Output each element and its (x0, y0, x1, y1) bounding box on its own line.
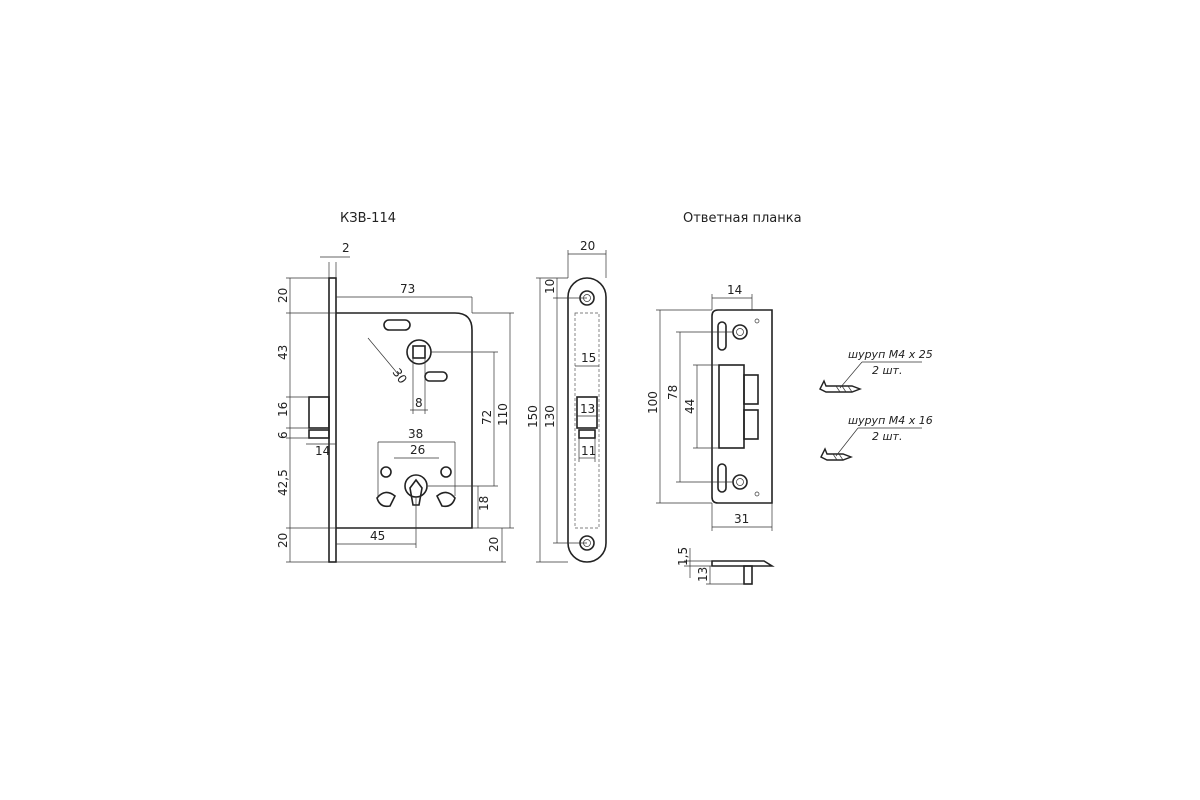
dim-faceplate-thickness: 2 (342, 241, 350, 255)
screw-long: шуруп М4 x 25 2 шт. (819, 348, 933, 393)
dim-strike-depth-13: 13 (696, 567, 710, 582)
spindle-hub (406, 339, 432, 365)
screw-short-icon (820, 447, 853, 461)
dim-strike-holes-78: 78 (666, 385, 680, 400)
dim-screw-spacing-26: 26 (410, 443, 425, 457)
strike-latch-pocket (743, 374, 759, 405)
dim-strike-14: 14 (727, 283, 742, 297)
dim-case-width-15: 15 (581, 351, 596, 365)
screw-long-qty: 2 шт. (872, 364, 902, 377)
dim-latch-width-13: 13 (580, 402, 595, 416)
dim-top-20: 20 (276, 288, 290, 303)
strike-bottom-slot (717, 463, 727, 493)
right-keyhole-lobe (435, 491, 456, 508)
dim-strike-length-100: 100 (646, 391, 660, 414)
dim-tongue-width-11: 11 (581, 444, 596, 458)
faceplate-case-outline (574, 312, 600, 529)
strike-bottom-screw-hole (732, 474, 748, 490)
faceplate-outline (567, 277, 607, 563)
left-keyhole-lobe (376, 491, 397, 508)
dim-hole-offset-10: 10 (543, 279, 557, 294)
dim-faceplate-length-150: 150 (526, 405, 540, 428)
spindle-square-hole (412, 345, 426, 359)
dim-spindle-square: 8 (415, 396, 423, 410)
dim-spindle-diagonal: 30 (390, 366, 410, 387)
screw-short-qty: 2 шт. (872, 430, 902, 443)
dim-latch-projection: 14 (315, 444, 330, 458)
lock-case-outline (336, 312, 473, 529)
dim-case-height-110: 110 (496, 403, 510, 426)
faceplate-latch-opening (576, 396, 598, 429)
middle-mount-slot (424, 371, 448, 382)
lock-model-title: КЗВ-114 (340, 211, 396, 226)
dim-strike-opening-44: 44 (683, 399, 697, 414)
lock-faceplate-edge (328, 277, 337, 563)
dim-16: 16 (276, 402, 290, 417)
faceplate-tongue-opening (578, 429, 596, 439)
dim-right-20: 20 (487, 537, 501, 552)
strike-plate-title: Ответная планка (683, 211, 802, 226)
cylinder-cam (409, 478, 423, 506)
screw-hole-left (380, 466, 392, 478)
lock-body-side-view: 2 73 20 43 16 6 42,5 20 14 30 8 38 26 (276, 241, 514, 563)
screw-hole-right (440, 466, 452, 478)
faceplate-front-view: 20 10 150 130 15 13 11 (526, 239, 607, 563)
dim-backset-width: 73 (400, 282, 415, 296)
dim-6: 6 (276, 431, 290, 439)
strike-side-profile (711, 560, 775, 567)
strike-side-pocket (743, 565, 753, 585)
dim-faceplate-width: 20 (580, 239, 595, 253)
dim-strike-thickness-1-5: 1,5 (676, 547, 690, 566)
dim-centre-distance-72: 72 (480, 410, 494, 425)
latch-tongue (308, 429, 330, 439)
strike-top-slot (717, 321, 727, 351)
screw-short-label: шуруп М4 x 16 (848, 414, 933, 427)
dim-43: 43 (276, 345, 290, 360)
strike-plate-front-view: 14 100 78 44 31 (646, 283, 773, 531)
dim-screw-spacing-38: 38 (408, 427, 423, 441)
upper-mount-slot (383, 319, 411, 331)
dim-42-5: 42,5 (276, 469, 290, 496)
screw-long-label: шуруп М4 x 25 (848, 348, 933, 361)
strike-tongue-pocket (743, 409, 759, 440)
dim-18: 18 (477, 496, 491, 511)
latch-bolt (308, 396, 330, 429)
dim-hole-distance-130: 130 (543, 405, 557, 428)
strike-bolt-opening (718, 364, 745, 449)
strike-top-screw-hole (732, 324, 748, 340)
cylinder-hole (404, 474, 428, 498)
dim-backset-45: 45 (370, 529, 385, 543)
strike-plate-side-view: 1,5 13 (676, 547, 775, 585)
dim-strike-width-31: 31 (734, 512, 749, 526)
dim-bottom-20: 20 (276, 533, 290, 548)
screw-short: шуруп М4 x 16 2 шт. (820, 414, 933, 461)
screw-long-icon (819, 379, 862, 393)
